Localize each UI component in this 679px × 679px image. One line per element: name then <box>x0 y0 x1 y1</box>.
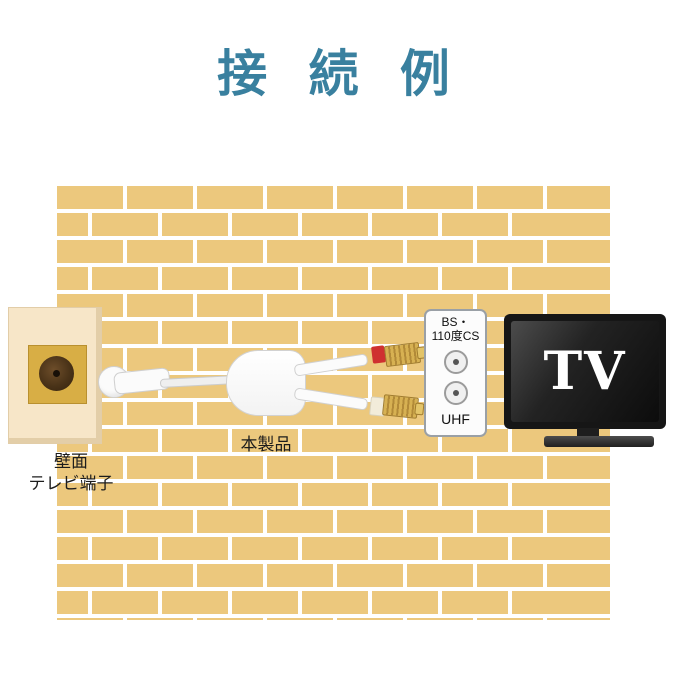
f-connector-top <box>383 341 427 368</box>
brick-row <box>57 483 610 510</box>
wall-socket-hole <box>39 356 74 391</box>
wall-socket-pin <box>53 370 60 377</box>
brick-row <box>57 537 610 564</box>
brick-row <box>57 591 610 618</box>
wall-terminal-label-line2: テレビ端子 <box>28 474 114 493</box>
brick-row <box>57 456 610 483</box>
tv: TV <box>504 314 666 429</box>
terminal-jack-top-pin <box>452 359 459 365</box>
brick-row <box>57 186 610 213</box>
brick-row <box>57 564 610 591</box>
wall-terminal-label: 壁面 テレビ端子 <box>9 451 133 495</box>
tv-label: TV <box>543 341 627 402</box>
bs-cs-label-line1: BS・ <box>441 315 470 329</box>
splitter-body <box>226 350 306 416</box>
bs-cs-label-line2: 110度CS <box>431 329 480 343</box>
brick-row <box>57 267 610 294</box>
brick-wall <box>57 186 610 620</box>
brick-row <box>57 510 610 537</box>
terminal-jack-top <box>443 350 468 374</box>
page-title: 接 続 例 <box>217 44 462 103</box>
terminal-jack-bottom-pin <box>452 390 459 396</box>
f-connector-bottom <box>381 394 425 419</box>
brick-row <box>57 429 610 456</box>
brick-row <box>57 618 610 620</box>
tv-screen: TV <box>511 321 659 422</box>
wall-socket <box>28 345 87 404</box>
wall-plate <box>8 307 102 444</box>
tv-stand-base <box>544 436 654 447</box>
brick-row <box>57 213 610 240</box>
f-connector-bottom-tip <box>414 402 425 416</box>
tv-terminal-box: BS・ 110度CS UHF <box>424 309 487 437</box>
terminal-jack-bottom <box>443 381 468 405</box>
tv-stand-neck <box>577 428 599 437</box>
wall-terminal-label-line1: 壁面 <box>54 452 88 471</box>
uhf-label: UHF <box>441 411 470 427</box>
product-label: 本製品 <box>240 435 292 454</box>
brick-row <box>57 240 610 267</box>
